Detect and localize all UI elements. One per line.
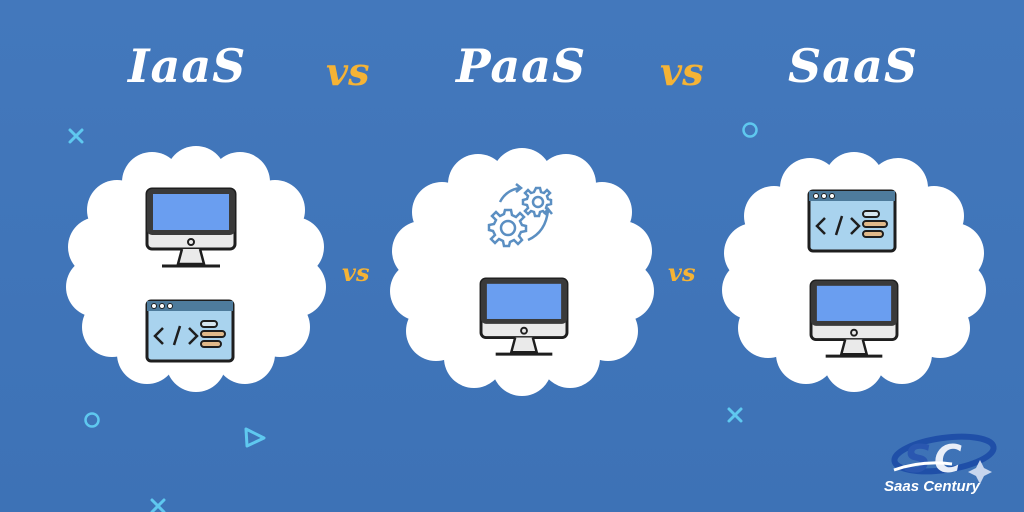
brand-name: Saas Century: [884, 478, 980, 495]
title-paas: PaaS: [456, 39, 587, 93]
cloud-paas: [390, 148, 654, 396]
code-window-icon: [807, 189, 897, 253]
cloud-saas: [722, 152, 986, 392]
cross-icon: [727, 407, 743, 423]
vs-label-top-1: vs: [326, 49, 370, 94]
title-saas: SaaS: [788, 39, 919, 93]
monitor-icon: [145, 187, 237, 268]
monitor-icon: [809, 279, 899, 358]
svg-text:S: S: [904, 437, 931, 481]
monitor-icon: [479, 277, 569, 356]
circle-icon: [742, 122, 758, 138]
svg-text:C: C: [934, 437, 962, 481]
gears-cycle-icon: [487, 183, 553, 248]
title-iaas: IaaS: [128, 39, 247, 93]
vs-label-between-1: vs: [342, 258, 370, 287]
brand-logo-icon: S C: [891, 433, 997, 484]
circle-icon: [84, 412, 100, 428]
code-window-icon: [145, 299, 235, 363]
triangle-play-icon: [244, 427, 266, 448]
cross-icon: [150, 498, 166, 512]
vs-label-top-2: vs: [660, 49, 704, 94]
vs-label-between-2: vs: [668, 258, 696, 287]
cross-icon: [68, 128, 84, 144]
